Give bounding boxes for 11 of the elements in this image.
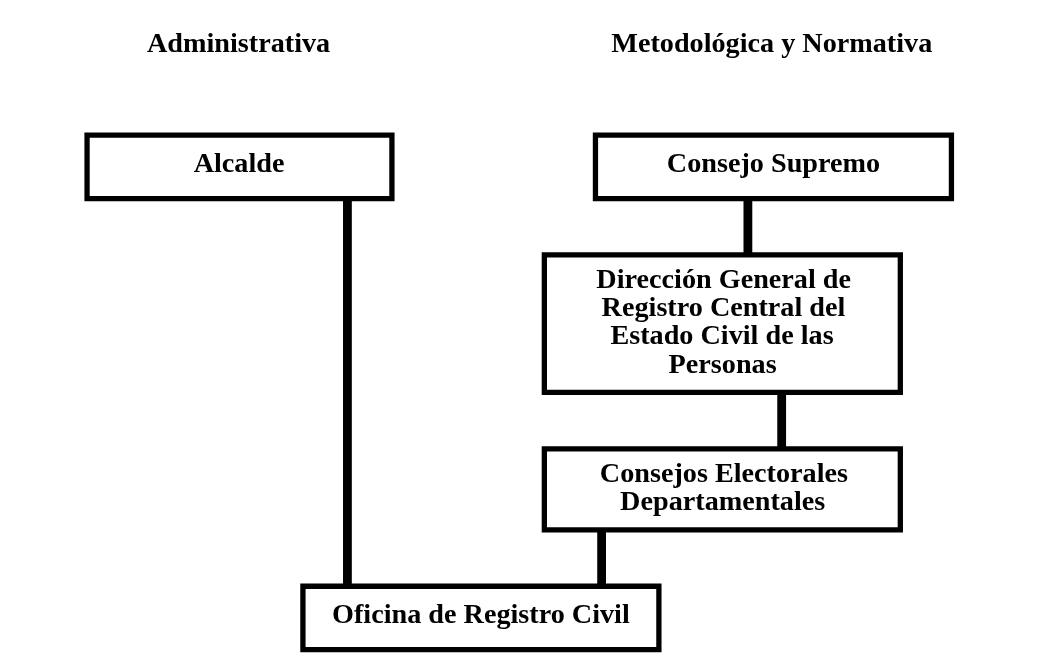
connector [743, 198, 752, 255]
node-box: Alcalde [83, 132, 395, 202]
node-box: Consejo Supremo [592, 132, 954, 202]
connector [776, 392, 786, 449]
connector [596, 530, 606, 586]
connector [342, 198, 352, 586]
node-box: Oficina de Registro Civil [299, 583, 662, 653]
node-box: Dirección General de Registro Central del Estado Civil de las Personas [541, 252, 903, 396]
label: Metodológica y Normativa [610, 26, 932, 58]
label: Administrativa [146, 26, 330, 58]
node-box: Consejos Electorales Departamentales [541, 446, 903, 533]
